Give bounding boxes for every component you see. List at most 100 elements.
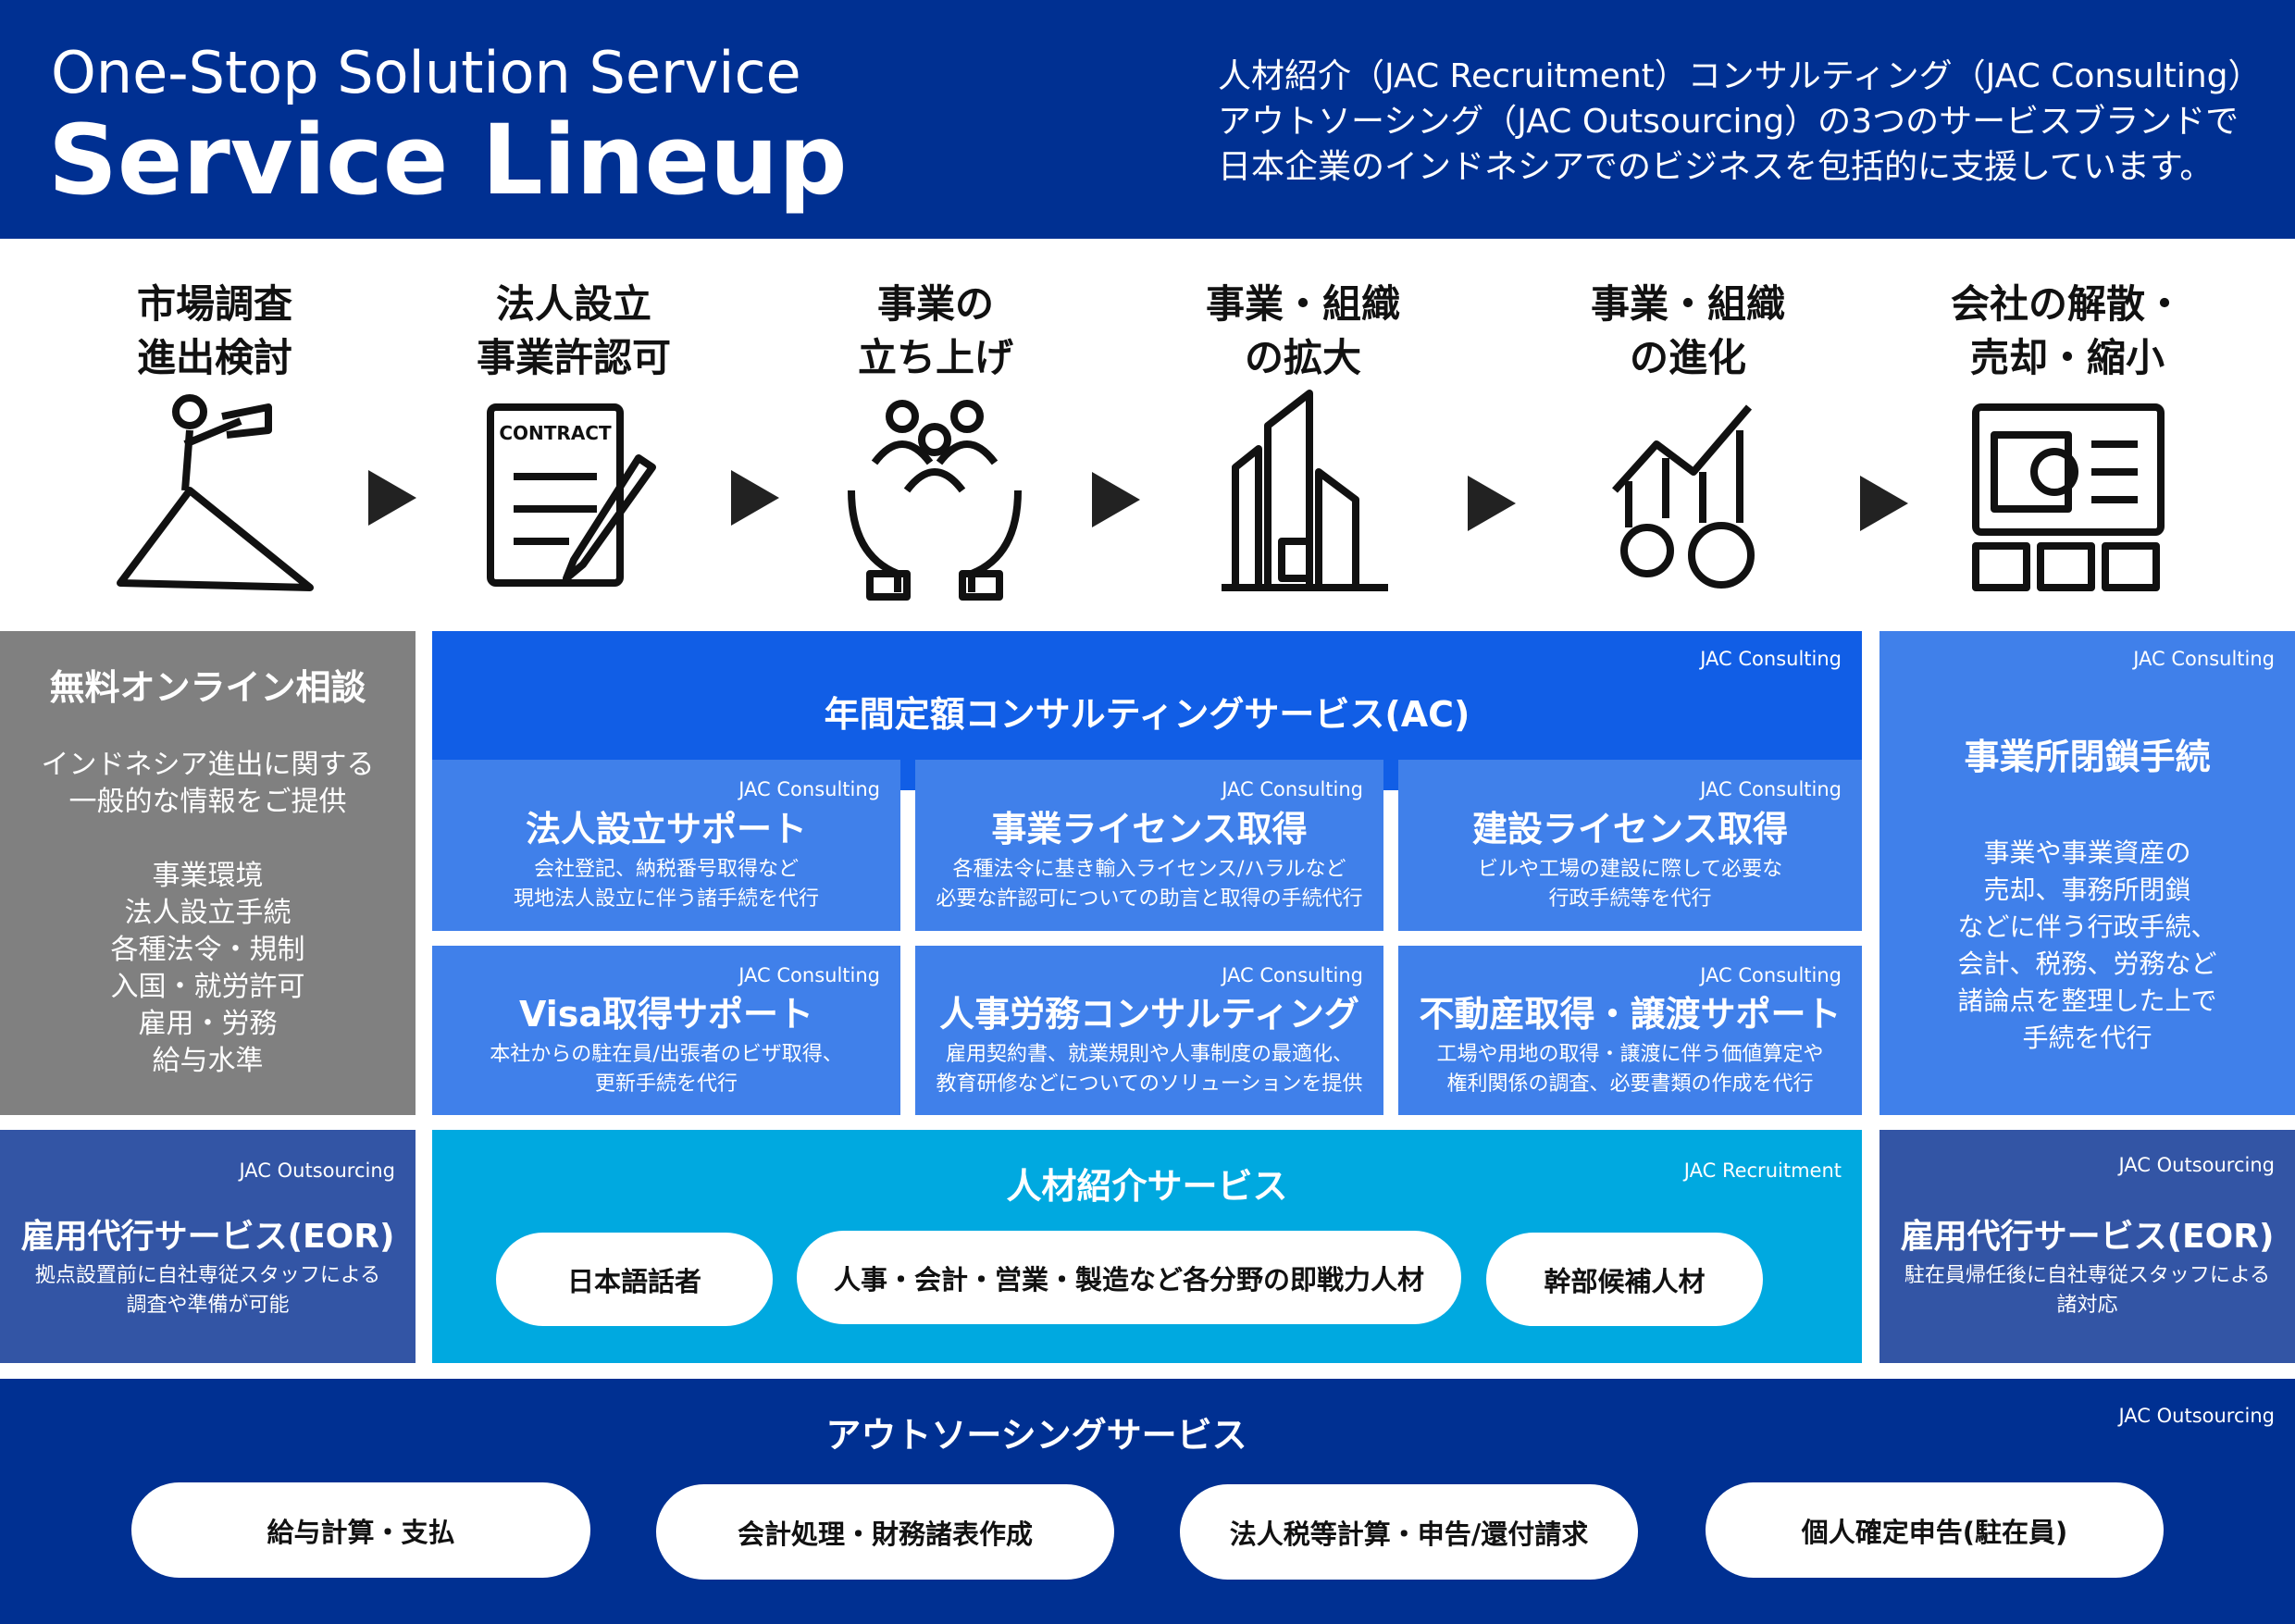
arrow-right-icon	[1092, 472, 1140, 527]
service-card[interactable]: JAC Consulting 事業ライセンス取得各種法令に基き輸入ライセンス/ハラ…	[915, 760, 1383, 931]
eor-right-panel[interactable]: JAC Outsourcing 雇用代行サービス(EOR) 駐在員帰任後に自社専…	[1879, 1130, 2295, 1363]
step-2: 法人設立事業許認可	[389, 278, 759, 385]
pill-accounting[interactable]: 会計処理・財務諸表作成	[656, 1484, 1114, 1580]
pill-corporate-tax[interactable]: 法人税等計算・申告/還付請求	[1180, 1484, 1638, 1580]
intro-line: 人材紹介（JAC Recruitment）コンサルティング（JAC Consul…	[1218, 57, 2262, 95]
topic-item: 法人設立手続	[124, 897, 292, 929]
topic-item: 給与水準	[152, 1045, 264, 1077]
svg-text:CONTRACT: CONTRACT	[499, 422, 612, 444]
desc-line: 工場や用地の取得・譲渡に伴う価値算定や	[1436, 1043, 1824, 1066]
brand-label: JAC Consulting	[738, 964, 880, 986]
desc-line: 手続を代行	[2022, 1023, 2152, 1053]
desc-line: 行政手続等を代行	[1548, 887, 1712, 911]
header-banner: One-Stop Solution Service Service Lineup…	[0, 0, 2295, 239]
service-card[interactable]: JAC Consulting 不動産取得・譲渡サポート工場や用地の取得・譲渡に伴う…	[1398, 946, 1862, 1115]
step-label: 事業の	[876, 281, 994, 327]
topic-item: 雇用・労務	[138, 1008, 278, 1040]
step-label: の進化	[1629, 335, 1746, 380]
step-label: 売却・縮小	[1969, 335, 2165, 380]
panel-title: 無料オンライン相談	[49, 667, 366, 708]
panel-title: 事業所閉鎖手続	[1964, 737, 2211, 777]
desc-line: 更新手続を代行	[594, 1072, 738, 1096]
pill-executive-candidates[interactable]: 幹部候補人材	[1486, 1233, 1763, 1326]
desc-line: 各種法令に基き輸入ライセンス/ハラルなど	[952, 858, 1346, 881]
closure-panel[interactable]: JAC Consulting 事業所閉鎖手続 事業や事業資産の売却、事務所閉鎖な…	[1879, 631, 2295, 1115]
buildings-icon	[1222, 390, 1388, 591]
step-4: 事業・組織の拡大	[1118, 278, 1488, 385]
desc-line: などに伴う行政手続、	[1957, 911, 2217, 942]
desc-line: 諸論点を整理した上で	[1957, 986, 2217, 1016]
card-title: 事業ライセンス取得	[991, 809, 1308, 849]
telescope-icon	[117, 394, 314, 591]
brand-label: JAC Consulting	[738, 778, 880, 800]
desc-line: 雇用契約書、就業規則や人事制度の最適化、	[945, 1043, 1353, 1066]
pill-professionals[interactable]: 人事・会計・営業・製造など各分野の即戦力人材	[797, 1231, 1461, 1324]
arrow-right-icon	[368, 470, 416, 526]
step-label: 事業・組織	[1205, 281, 1400, 327]
brand-label: JAC Consulting	[1222, 778, 1363, 800]
arrow-right-icon	[1468, 476, 1516, 531]
outsourcing-panel[interactable]: JAC Outsourcing アウトソーシングサービス 給与計算・支払 会計処…	[0, 1379, 2295, 1624]
pill-personal-tax[interactable]: 個人確定申告(駐在員)	[1706, 1482, 2164, 1578]
header-intro: 人材紹介（JAC Recruitment）コンサルティング（JAC Consul…	[1218, 54, 2262, 190]
growth-gears-icon	[1612, 404, 1755, 589]
panel-title: 年間定額コンサルティングサービス(AC)	[824, 693, 1470, 735]
brand-label: JAC Consulting	[1700, 648, 1842, 670]
desc-line: 必要な許認可についての助言と取得の手続代行	[936, 887, 1363, 911]
desc-line: 拠点設置前に自社専従スタッフによる	[34, 1264, 381, 1287]
intro-line: アウトソーシング（JAC Outsourcing）の3つのサービスブランドで	[1218, 103, 2239, 141]
step-label: 立ち上げ	[857, 335, 1013, 380]
free-consultation-panel[interactable]: 無料オンライン相談 インドネシア進出に関する 一般的な情報をご提供 事業環境法人…	[0, 631, 416, 1115]
card-title: 法人設立サポート	[525, 809, 807, 849]
service-card[interactable]: JAC Consulting 法人設立サポート会社登記、納税番号取得など現地法人設…	[432, 760, 900, 931]
pill-japanese-speakers[interactable]: 日本語話者	[496, 1233, 773, 1326]
desc-line: 事業や事業資産の	[1983, 837, 2191, 868]
step-label: 事業許認可	[476, 335, 671, 380]
desc-line: 会計、税務、労務など	[1957, 948, 2217, 979]
desc-line: 駐在員帰任後に自社専従スタッフによる	[1904, 1264, 2271, 1287]
step-1: 市場調査進出検討	[30, 278, 400, 385]
intro-line: 日本企業のインドネシアでのビジネスを包括的に支援しています。	[1218, 148, 2214, 186]
recruitment-panel[interactable]: JAC Recruitment 人材紹介サービス 日本語話者 人事・会計・営業・…	[432, 1130, 1862, 1363]
brand-label: JAC Consulting	[1700, 778, 1842, 800]
step-label: 事業・組織	[1590, 281, 1785, 327]
desc-line: 本社からの駐在員/出張者のビザ取得、	[490, 1043, 843, 1066]
desc-line: 会社登記、納税番号取得など	[533, 858, 799, 881]
step-label: の拡大	[1244, 335, 1361, 380]
desc-line: 調査や準備が可能	[126, 1294, 290, 1317]
panel-desc: 事業や事業資産の売却、事務所閉鎖などに伴う行政手続、会計、税務、労務など諸論点を…	[1957, 835, 2216, 1057]
card-title: 不動産取得・譲渡サポート	[1419, 994, 1842, 1035]
card-title: 建設ライセンス取得	[1471, 809, 1789, 849]
desc-line: 諸対応	[2056, 1294, 2118, 1317]
brand-label: JAC Outsourcing	[239, 1159, 395, 1182]
contract-icon: CONTRACT	[487, 403, 656, 587]
panel-title: 人材紹介サービス	[1006, 1166, 1288, 1207]
arrow-right-icon	[731, 470, 779, 526]
step-label: 法人設立	[495, 281, 651, 327]
step-3: 事業の立ち上げ	[751, 278, 1121, 385]
topic-item: 入国・就労許可	[110, 971, 305, 1003]
card-title: Visa取得サポート	[518, 994, 814, 1035]
step-label: 市場調査	[136, 281, 292, 327]
topic-item: 各種法令・規制	[110, 934, 305, 966]
header-subtitle: One-Stop Solution Service	[51, 39, 801, 106]
panel-title: アウトソーシングサービス	[825, 1415, 1247, 1456]
brand-label: JAC Outsourcing	[2118, 1154, 2275, 1176]
checklist-board-icon	[1972, 403, 2165, 591]
step-5: 事業・組織の進化	[1503, 278, 1873, 385]
step-label: 進出検討	[136, 335, 292, 380]
desc-line: 教育研修などについてのソリューションを提供	[936, 1072, 1363, 1096]
eor-left-panel[interactable]: JAC Outsourcing 雇用代行サービス(EOR) 拠点設置前に自社専従…	[0, 1130, 416, 1363]
step-6: 会社の解散・売却・縮小	[1882, 278, 2252, 385]
brand-label: JAC Consulting	[2133, 648, 2275, 670]
brand-label: JAC Consulting	[1700, 964, 1842, 986]
pill-payroll[interactable]: 給与計算・支払	[131, 1482, 590, 1578]
desc-line: 権利関係の調査、必要書類の作成を代行	[1446, 1072, 1814, 1096]
desc-line: 現地法人設立に伴う諸手続を代行	[513, 887, 819, 911]
topic-item: 事業環境	[152, 860, 264, 892]
panel-title: 雇用代行サービス(EOR)	[1900, 1218, 2275, 1256]
brand-label: JAC Recruitment	[1683, 1159, 1842, 1182]
